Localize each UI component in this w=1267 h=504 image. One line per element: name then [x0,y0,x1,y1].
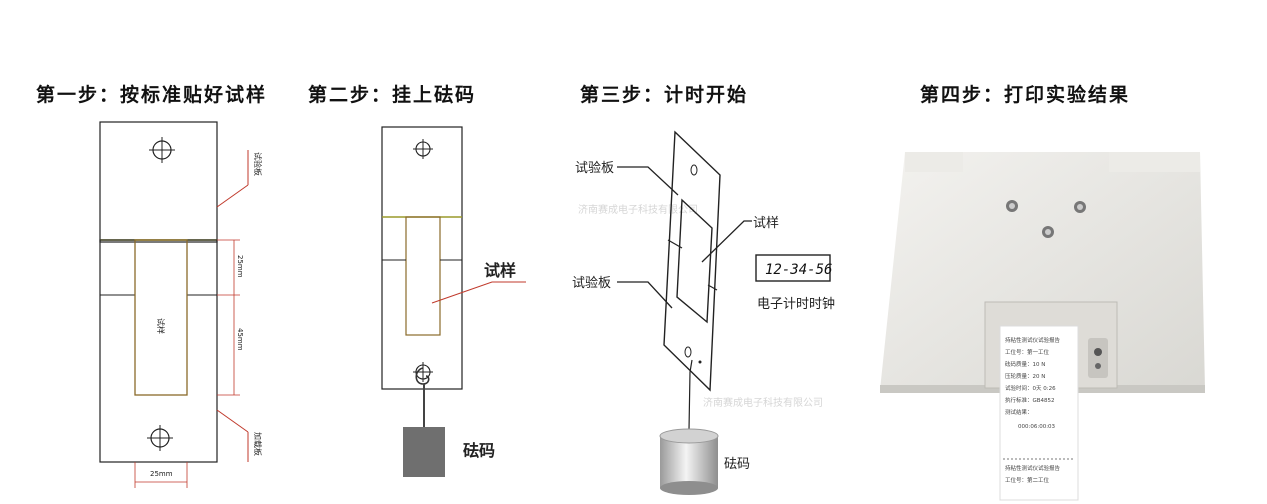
watermark: 济南赛成电子科技有限公司 [703,396,823,409]
clock-display: 12-34-56 [765,262,832,278]
receipt-line: 工位号：第二工位 [1005,476,1050,484]
weight-label: 砝码 [463,441,495,460]
weight-block [403,427,445,477]
receipt-line: 压轮质量：20 N [1005,372,1045,380]
step-3-title: 第三步：计时开始 [580,84,749,106]
step-3-diagram: 济南赛成电子科技有限公司 济南赛成电子科技有限公司 试验板 试验板 试样 砝码 … [572,130,835,495]
sample-label: 试样 [484,261,516,280]
dimension-45mm: 45mm [236,328,244,351]
receipt-line: 砝码质量：10 N [1005,360,1045,368]
step-1-title: 第一步：按标准贴好试样 [36,84,268,106]
hole-icon [149,137,175,163]
dimension-25mm-horizontal: 25mm [150,470,173,478]
load-plate-label: 加载板 [253,432,263,456]
receipt-line: 试验时间：0天 0:26 [1005,384,1056,392]
test-plate-label: 试验板 [253,152,263,176]
sample-label: 试样 [753,216,779,231]
receipt-line: 执行标准：GB4852 [1005,396,1055,404]
receipt-line: 000:06:00:03 [1018,424,1056,430]
dimension-vertical [217,239,240,396]
clock-label: 电子计时时钟 [757,296,835,312]
screw-icon [1074,201,1086,213]
printout-paper [999,325,1079,501]
receipt-line: 测试结果： [1005,408,1033,416]
step-2-diagram: 试样 砝码 [381,126,526,477]
sample-label: 试样 [156,318,166,334]
watermark: 济南赛成电子科技有限公司 [578,203,698,216]
dimension-horizontal [134,462,188,488]
test-plate [99,121,218,243]
receipt-line: 持粘性测试仪试验报告 [1005,336,1061,344]
test-plate [381,126,463,390]
hole-icon [147,425,173,451]
receipt-line: 工位号：第一工位 [1005,348,1050,356]
screw-icon [1006,200,1018,212]
hole-icon [413,139,433,159]
screw-icon [1042,226,1054,238]
sample-strip [134,239,188,396]
step-4-title: 第四步：打印实验结果 [920,84,1131,106]
plate-top-label: 试验板 [575,160,614,176]
hook-icon [413,362,433,385]
dimension-25mm-vertical: 25mm [236,255,244,278]
step-2-title: 第二步：挂上砝码 [308,84,477,106]
test-plate [663,130,721,392]
sample-strip [405,216,441,336]
electronic-clock [755,254,831,282]
receipt-line: 持粘性测试仪试验报告 [1005,464,1061,472]
plate-bottom-label: 试验板 [572,275,611,291]
sample-strip [676,198,713,324]
weight-label: 砝码 [724,457,750,472]
step-1-diagram: 试样 试验板 加载板 25mm 45mm 25mm [99,121,263,488]
weight-cylinder [659,428,719,495]
